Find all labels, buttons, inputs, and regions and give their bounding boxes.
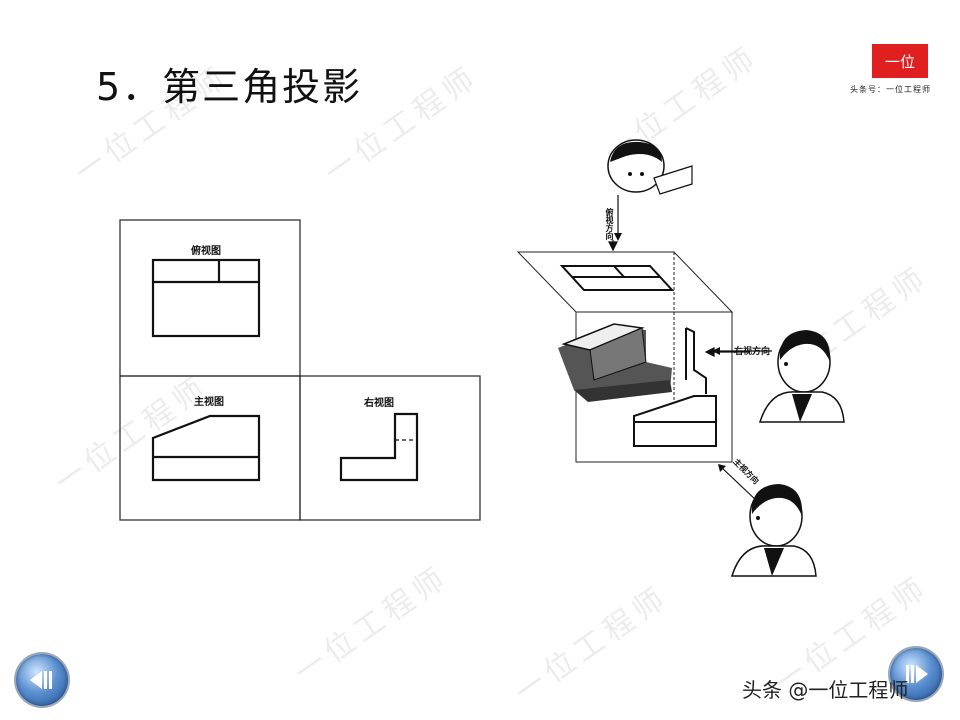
right-view-label: 右视图 [364,398,394,409]
top-direction-label: 俯视方向 [605,208,614,240]
projection-box-illustration [516,240,750,463]
front-direction-arrow [718,464,759,503]
top-direction-arrow [614,195,622,241]
footer-credit: 头条 @一位工程师 [742,678,909,702]
page-title: 5．第三角投影 [96,65,363,109]
top-view-label: 俯视图 [191,246,221,257]
watermark: 一位工程师 [288,558,456,691]
logo: 一位 [872,44,928,78]
right-view-frame [299,375,481,521]
next-button[interactable] [890,648,942,700]
logo-text: 一位 [884,52,915,71]
viewer-front-icon [730,484,817,577]
right-view-shape [339,412,419,482]
next-icon [906,665,928,683]
prev-icon [30,671,52,689]
front-view-label: 主视图 [194,397,224,408]
watermark: 一位工程师 [508,578,676,711]
top-projection [559,265,675,291]
top-plane [516,251,734,313]
viewer-right-icon [758,330,845,423]
three-view-drawing [119,219,481,521]
top-view-shape [151,258,261,338]
viewer-top-icon [607,139,693,195]
right-direction-label: 右视方向 [734,347,771,357]
prev-button[interactable] [16,654,68,706]
logo-subtitle: 头条号：一位工程师 [850,85,931,94]
front-projection [633,395,717,447]
right-direction-arrow [712,347,772,355]
front-view-shape [151,414,261,482]
right-projection [685,327,707,394]
object-3d [558,323,672,402]
